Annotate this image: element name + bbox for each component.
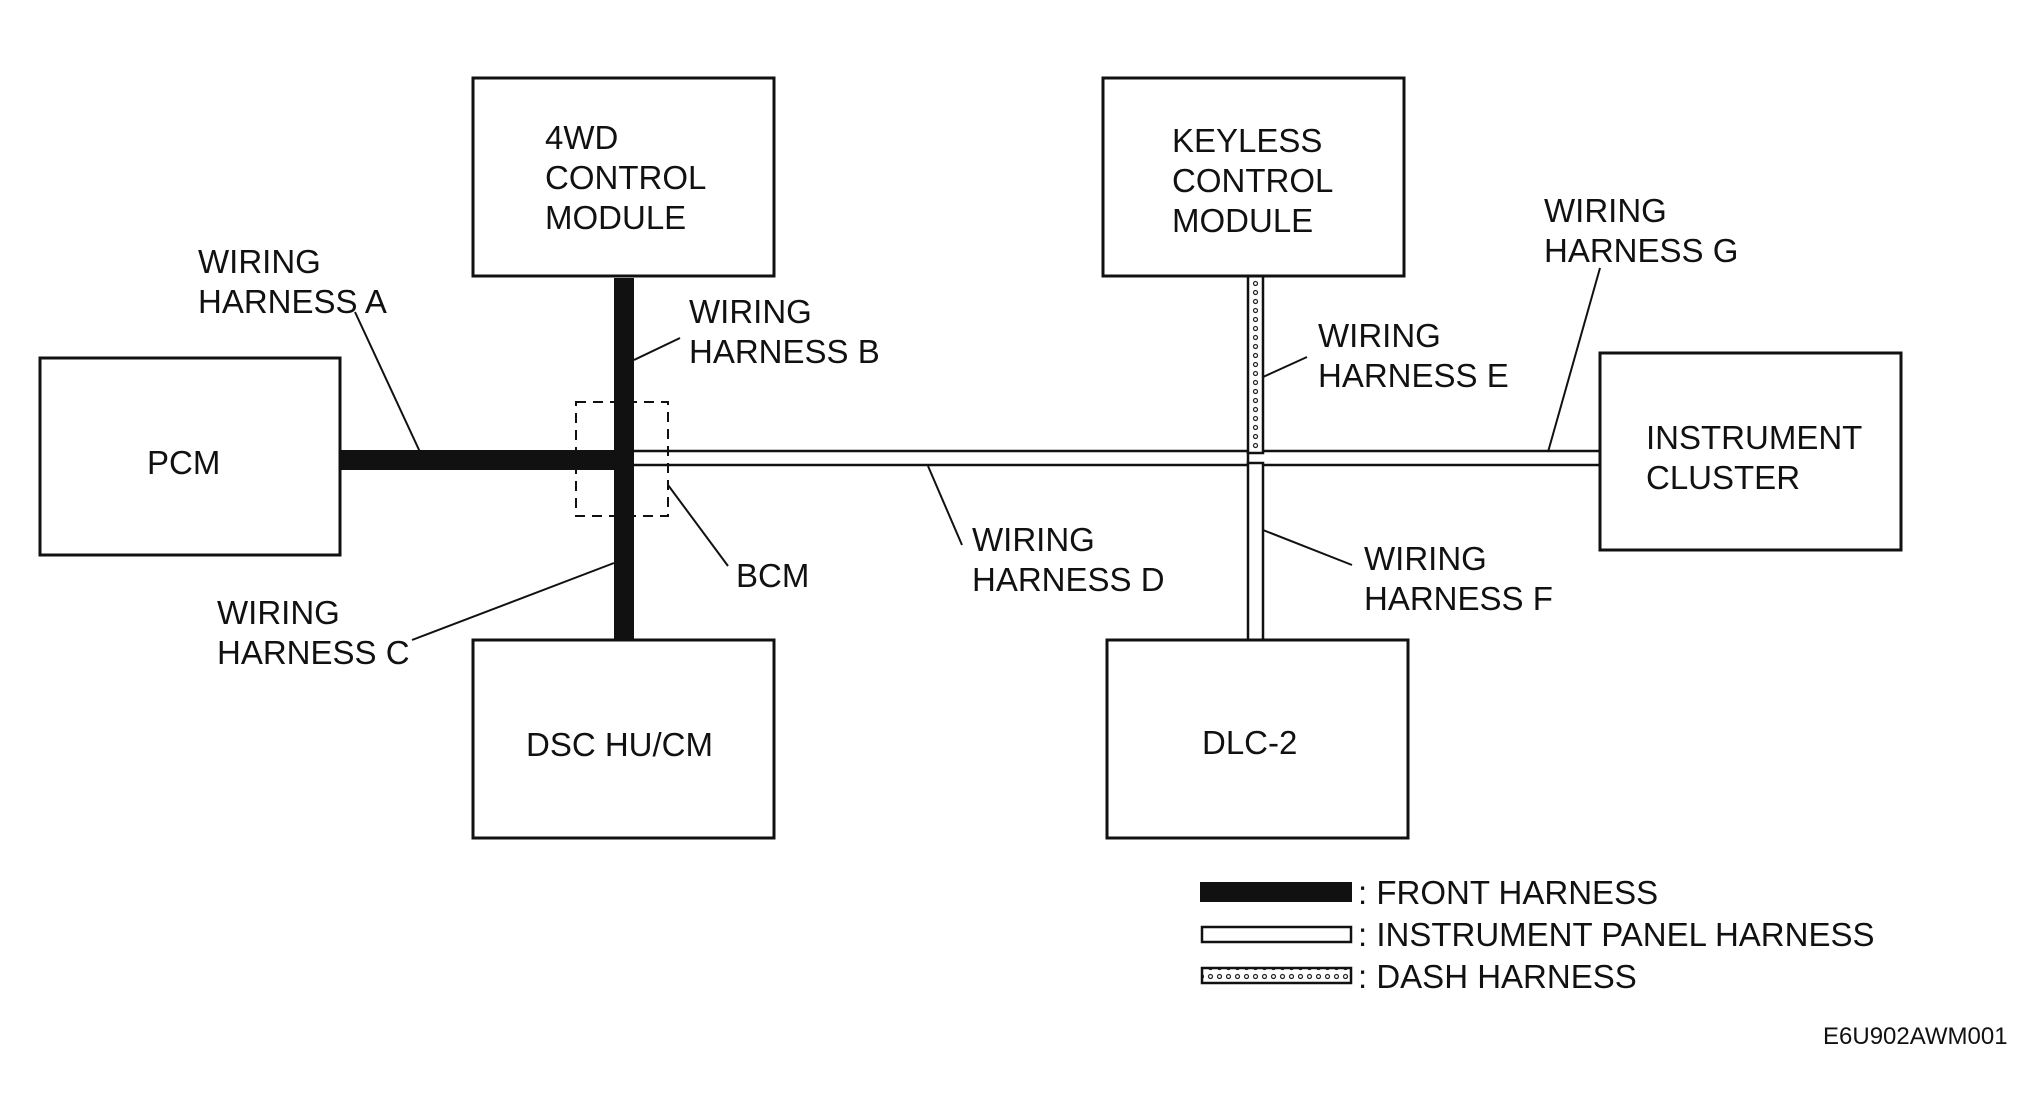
module-keyless-line-2: CONTROL (1172, 162, 1333, 199)
leader-harness-f (1262, 529, 1353, 566)
legend-item-dash-harness: : DASH HARNESS (1200, 958, 1637, 995)
module-dsc-hu-cm: DSC HU/CM (471, 638, 776, 840)
label-harness-b: WIRING HARNESS B (689, 293, 880, 370)
label-harness-c-line-2: HARNESS C (217, 634, 410, 671)
wiring-harness-f (1246, 461, 1265, 642)
module-keyless-line-1: KEYLESS (1172, 122, 1322, 159)
figure-code: E6U902AWM001 (1823, 1023, 2008, 1050)
leader-harness-a (354, 311, 421, 453)
module-dsc-label: DSC HU/CM (526, 726, 713, 763)
legend-label-instrument-panel: : INSTRUMENT PANEL HARNESS (1358, 916, 1874, 953)
label-bcm: BCM (736, 557, 809, 594)
leader-bcm (667, 484, 729, 567)
label-harness-b-line-2: HARNESS B (689, 333, 880, 370)
module-4wd-control: 4WD CONTROL MODULE (471, 76, 776, 278)
legend-item-instrument-panel-harness: : INSTRUMENT PANEL HARNESS (1200, 916, 1874, 953)
module-4wd-line-3: MODULE (545, 199, 686, 236)
wiring-harness-c (614, 458, 634, 641)
legend-label-dash: : DASH HARNESS (1358, 958, 1637, 995)
label-harness-b-line-1: WIRING (689, 293, 812, 330)
module-keyless-control: KEYLESS CONTROL MODULE (1101, 76, 1406, 278)
leader-harness-c (411, 562, 615, 641)
leader-harness-e (1262, 356, 1308, 378)
wiring-harness-a (340, 450, 628, 470)
wiring-harness-e (1246, 273, 1265, 455)
wiring-harness-b (614, 278, 634, 460)
leader-harness-g (1547, 267, 1601, 453)
label-harness-c: WIRING HARNESS C (217, 594, 410, 671)
label-harness-d-line-2: HARNESS D (972, 561, 1165, 598)
wiring-harness-g (1246, 449, 1604, 467)
legend-swatch-instrument-panel (1200, 925, 1353, 944)
module-pcm-label: PCM (147, 444, 220, 481)
leader-harness-d (927, 465, 963, 546)
label-harness-a: WIRING HARNESS A (198, 243, 387, 320)
label-harness-d-line-1: WIRING (972, 521, 1095, 558)
module-instrument-cluster: INSTRUMENT CLUSTER (1598, 351, 1903, 552)
label-harness-e: WIRING HARNESS E (1318, 317, 1509, 394)
label-harness-g-line-2: HARNESS G (1544, 232, 1738, 269)
module-dlc-2: DLC-2 (1105, 638, 1410, 840)
module-4wd-line-2: CONTROL (545, 159, 706, 196)
label-harness-c-line-1: WIRING (217, 594, 340, 631)
module-keyless-line-3: MODULE (1172, 202, 1313, 239)
legend-swatch-dash (1200, 966, 1353, 985)
module-4wd-line-1: 4WD (545, 119, 618, 156)
label-harness-a-line-2: HARNESS A (198, 283, 387, 320)
module-dlc-label: DLC-2 (1202, 724, 1297, 761)
label-harness-f-line-1: WIRING (1364, 540, 1487, 577)
label-harness-a-line-1: WIRING (198, 243, 321, 280)
module-instrument-line-2: CLUSTER (1646, 459, 1800, 496)
label-harness-e-line-2: HARNESS E (1318, 357, 1509, 394)
legend-label-front: : FRONT HARNESS (1358, 874, 1658, 911)
module-instrument-line-1: INSTRUMENT (1646, 419, 1862, 456)
leader-harness-b (633, 337, 681, 361)
label-harness-g-line-1: WIRING (1544, 192, 1667, 229)
wiring-harness-d (628, 449, 1262, 467)
label-harness-e-line-1: WIRING (1318, 317, 1441, 354)
legend: : FRONT HARNESS : INSTRUMENT PANEL HARNE… (1200, 874, 1874, 995)
label-harness-g: WIRING HARNESS G (1544, 192, 1738, 269)
legend-swatch-front (1200, 882, 1352, 902)
label-harness-f-line-2: HARNESS F (1364, 580, 1553, 617)
module-pcm: PCM (38, 356, 342, 557)
legend-item-front-harness: : FRONT HARNESS (1200, 874, 1658, 911)
label-harness-d: WIRING HARNESS D (972, 521, 1165, 598)
label-harness-f: WIRING HARNESS F (1364, 540, 1553, 617)
